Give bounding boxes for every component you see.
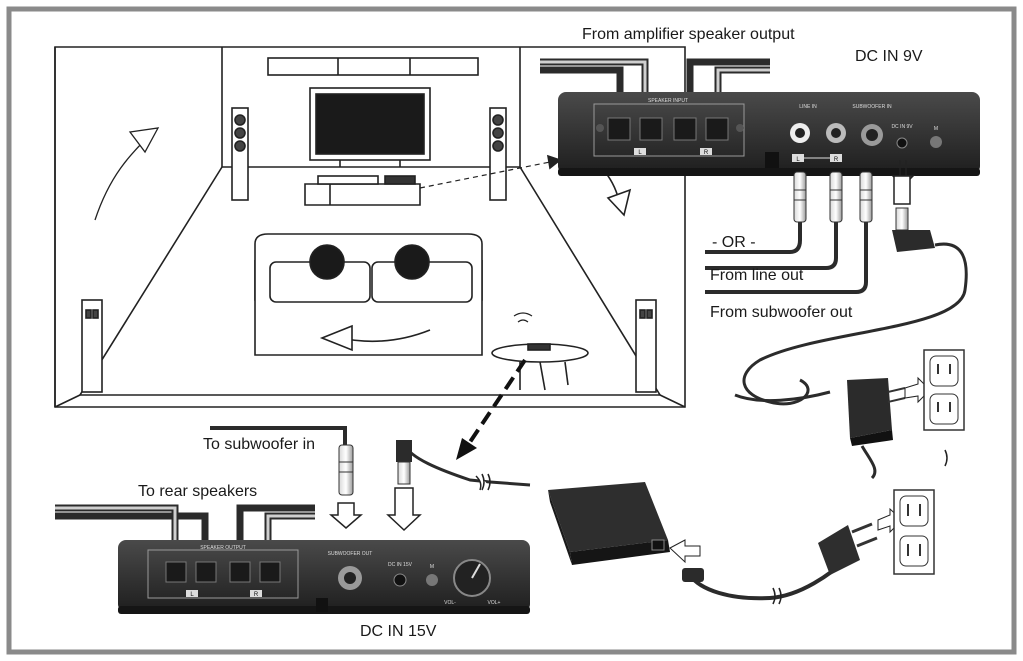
from-line-out-label: From line out: [710, 267, 804, 284]
svg-text:DC IN 9V: DC IN 9V: [891, 124, 913, 130]
svg-text:L: L: [190, 592, 194, 598]
wall-outlet-bottom: [893, 489, 935, 575]
svg-text:SPEAKER OUTPUT: SPEAKER OUTPUT: [200, 545, 246, 551]
from-subwoofer-out-label: From subwoofer out: [710, 304, 853, 321]
svg-text:SPEAKER INPUT: SPEAKER INPUT: [648, 98, 688, 104]
outer-frame: [6, 6, 1017, 655]
or-label: - OR -: [712, 234, 756, 251]
svg-text:SUBWOOFER IN: SUBWOOFER IN: [852, 104, 892, 110]
svg-text:R: R: [704, 150, 709, 156]
svg-text:R: R: [254, 592, 259, 598]
to-subwoofer-in-label: To subwoofer in: [203, 436, 316, 453]
bottom-device-rear-panel: SPEAKER OUTPUT L R SUBWOOFER OUT DC IN 1…: [55, 504, 530, 614]
dc-in-9v-label: DC IN 9V: [855, 48, 923, 65]
svg-text:LINE IN: LINE IN: [799, 104, 817, 110]
svg-text:VOL-: VOL-: [444, 600, 456, 606]
svg-text:DC IN 15V: DC IN 15V: [388, 562, 413, 568]
wall-outlet-top: [923, 349, 965, 431]
svg-text:L: L: [796, 157, 800, 163]
svg-text:R: R: [834, 157, 839, 163]
amp-output-label: From amplifier speaker output: [582, 26, 795, 43]
svg-text:M: M: [934, 126, 938, 132]
dashed-arrow-down: [456, 358, 527, 460]
svg-text:M: M: [430, 564, 434, 570]
top-device-rear-panel: SPEAKER INPUT L R LINE IN L R SUBWOOFER …: [540, 58, 980, 176]
9v-adapter: [734, 376, 931, 480]
svg-text:SUBWOOFER OUT: SUBWOOFER OUT: [328, 551, 373, 557]
svg-text:L: L: [638, 150, 642, 156]
rca-plug-bottom: [210, 426, 364, 529]
to-rear-speakers-label: To rear speakers: [138, 483, 258, 500]
living-room-scene: [54, 46, 686, 408]
cable-break-marks: [481, 449, 948, 605]
15v-power-brick: [475, 474, 903, 601]
svg-text:VOL+: VOL+: [488, 600, 501, 606]
dc-15v-plug: [386, 440, 491, 532]
dc-9v-plug: [742, 160, 968, 406]
dc-in-15v-label: DC IN 15V: [360, 623, 437, 640]
rca-plugs-top: [705, 171, 873, 294]
